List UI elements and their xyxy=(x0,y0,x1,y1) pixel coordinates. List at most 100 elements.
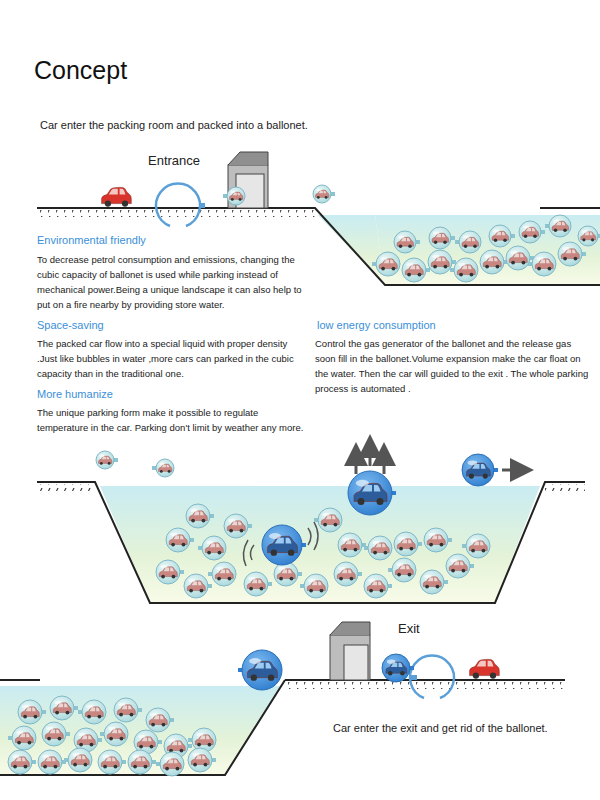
ballonet-shine xyxy=(170,533,177,537)
ballonet xyxy=(166,528,194,552)
ballonet-shell xyxy=(304,574,328,598)
ballonet xyxy=(208,562,236,586)
packing-room-roof xyxy=(228,152,268,165)
car xyxy=(469,541,487,553)
car-wheel xyxy=(200,589,204,593)
ballonet-shell xyxy=(368,536,392,560)
ballonet-shell xyxy=(519,221,541,243)
ballonet-shine xyxy=(54,701,61,705)
ballonet-shell xyxy=(318,508,342,532)
car-wheel xyxy=(537,267,541,271)
car-wheel xyxy=(229,529,233,533)
ballonet-shell xyxy=(429,227,451,249)
car-wheel xyxy=(17,741,21,745)
ballonet xyxy=(188,748,216,772)
car xyxy=(187,581,205,593)
ballonet-shine xyxy=(249,658,261,664)
car xyxy=(189,511,207,523)
section-heading: Environmental friendly xyxy=(37,233,146,247)
car xyxy=(247,579,265,591)
car xyxy=(354,483,387,505)
car-wheel xyxy=(66,711,70,715)
ballonet-shine xyxy=(523,225,530,228)
ballonet-shell xyxy=(506,246,530,270)
ballonet-shell xyxy=(156,560,180,584)
car xyxy=(492,231,509,242)
ballonet-shell xyxy=(38,750,62,774)
ballonet-shine xyxy=(316,189,321,192)
car xyxy=(321,515,339,527)
car-wheel xyxy=(443,240,447,244)
car-wheel xyxy=(399,244,403,248)
car-wheel xyxy=(574,257,578,261)
ballonet-shell xyxy=(424,528,448,552)
ring-nozzle xyxy=(199,203,205,208)
ballonet-shell xyxy=(82,700,106,724)
ballonet-shine xyxy=(269,533,281,539)
ballonet-shell xyxy=(394,532,418,556)
car-wheel xyxy=(483,474,488,479)
ballonet-shell xyxy=(334,562,358,586)
car-wheel xyxy=(58,737,62,741)
ballonet-shell xyxy=(18,700,42,724)
car xyxy=(158,464,172,473)
car-wheel xyxy=(323,523,327,527)
car-wheel xyxy=(309,589,313,593)
ballonet xyxy=(519,221,545,243)
ballonet xyxy=(42,722,70,746)
sound-wave xyxy=(243,540,254,566)
car-wheel xyxy=(98,715,102,719)
ballonet xyxy=(364,574,392,598)
car xyxy=(163,759,181,771)
ballonet-shine xyxy=(398,537,405,541)
ballonet-shell xyxy=(160,752,184,776)
car-wheel xyxy=(433,265,437,269)
ballonet-shine xyxy=(99,455,104,458)
car-wheel xyxy=(208,743,212,747)
ballonet-shine xyxy=(12,755,19,759)
ballonet-shell xyxy=(104,722,128,746)
car-wheel xyxy=(350,577,354,581)
car xyxy=(117,705,135,717)
car-wheel xyxy=(469,474,474,479)
car xyxy=(107,729,125,741)
car xyxy=(552,221,569,232)
ballonet-shell xyxy=(394,231,416,253)
car-wheel xyxy=(105,200,111,206)
section-body: To decrease petrol consumption and emiss… xyxy=(37,252,309,312)
ballonet-shell xyxy=(156,459,174,477)
ballonet-shine xyxy=(396,563,403,567)
ballonet-shine xyxy=(342,538,349,542)
car-wheel xyxy=(279,577,283,581)
car-wheel xyxy=(482,549,486,553)
ballonet xyxy=(38,750,66,774)
ballonet-shell xyxy=(186,504,210,528)
car-wheel xyxy=(408,244,412,248)
car-wheel xyxy=(103,765,107,769)
car-wheel xyxy=(464,244,468,248)
ballonet-shell xyxy=(188,748,212,772)
car xyxy=(423,577,441,589)
ballonet xyxy=(314,508,342,532)
car-wheel xyxy=(563,228,567,232)
car-wheel xyxy=(503,238,507,242)
car xyxy=(341,540,359,552)
ballonet-shine xyxy=(46,727,53,731)
exit-label: Exit xyxy=(398,620,420,637)
car xyxy=(522,227,539,238)
car-wheel xyxy=(554,228,558,232)
car xyxy=(229,192,243,201)
ballonet-shell xyxy=(348,471,392,515)
car-wheel xyxy=(87,715,91,719)
car-wheel xyxy=(473,672,479,678)
ballonet xyxy=(388,558,416,582)
ballonet-shell xyxy=(338,533,362,557)
car-wheel xyxy=(471,549,475,553)
car-wheel xyxy=(100,462,103,465)
car xyxy=(21,707,39,719)
car-wheel xyxy=(55,711,59,715)
ballonet xyxy=(184,574,212,598)
ballonet-shell xyxy=(146,708,170,732)
ballonet-shell xyxy=(202,536,226,560)
ballonet-shine xyxy=(16,731,23,735)
